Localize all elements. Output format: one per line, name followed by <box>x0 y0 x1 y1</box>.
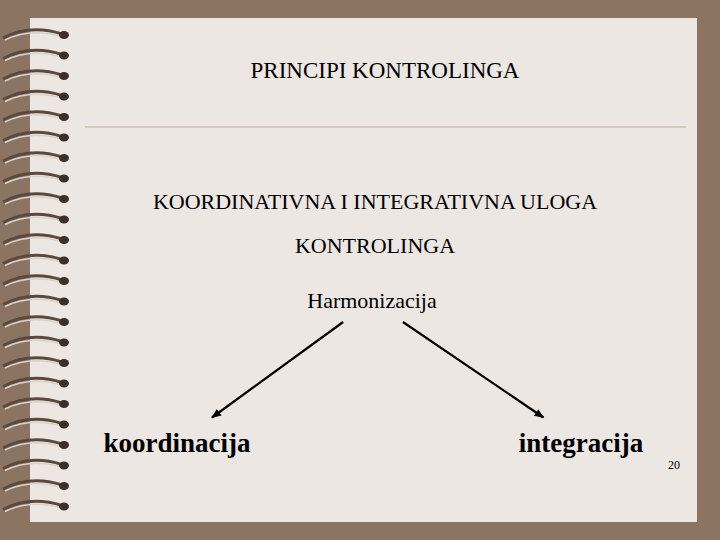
slide-title: PRINCIPI KONTROLINGA <box>85 58 685 84</box>
spiral-ring-highlight <box>5 463 60 470</box>
spiral-ring-highlight <box>5 74 60 81</box>
spiral-ring-highlight <box>5 156 60 163</box>
spiral-ring-highlight <box>5 299 60 306</box>
spiral-ring-highlight <box>5 484 60 491</box>
binding-hole <box>59 31 69 39</box>
binding-hole <box>59 236 69 244</box>
binding-hole <box>59 216 69 224</box>
arrow-connector <box>403 322 544 418</box>
binding-hole <box>59 421 69 429</box>
binding-hole <box>59 298 69 306</box>
spiral-ring-highlight <box>5 381 60 388</box>
spiral-ring-highlight <box>5 217 60 224</box>
concept-node: Harmonizacija <box>303 286 441 316</box>
spiral-ring-highlight <box>5 33 60 40</box>
spiral-ring-highlight <box>5 135 60 142</box>
spiral-ring-highlight <box>5 443 60 450</box>
node-label: koordinacija <box>103 428 250 459</box>
spiral-ring-highlight <box>5 197 60 204</box>
arrow-connector <box>212 322 343 418</box>
binding-hole <box>59 154 69 162</box>
spiral-ring-highlight <box>5 238 60 245</box>
binding-hole <box>59 195 69 203</box>
concept-node: integracija <box>515 426 647 461</box>
binding-hole <box>59 277 69 285</box>
binding-hole <box>59 52 69 60</box>
page-number: 20 <box>668 458 680 473</box>
binding-hole <box>59 175 69 183</box>
binding-hole <box>59 359 69 367</box>
spiral-ring-highlight <box>5 504 60 511</box>
spiral-ring-highlight <box>5 279 60 286</box>
node-label: Harmonizacija <box>307 288 437 314</box>
spiral-ring-highlight <box>5 258 60 265</box>
spiral-ring-highlight <box>5 176 60 183</box>
binding-hole <box>59 400 69 408</box>
binding-hole <box>59 462 69 470</box>
binding-hole <box>59 503 69 511</box>
rule-line <box>85 126 686 128</box>
binding-hole <box>59 113 69 121</box>
binding-hole <box>59 257 69 265</box>
binding-hole <box>59 482 69 490</box>
binding-hole <box>59 380 69 388</box>
binding-hole <box>59 134 69 142</box>
spiral-ring-highlight <box>5 422 60 429</box>
node-label: integracija <box>519 428 643 459</box>
concept-node: koordinacija <box>99 426 254 461</box>
binding-hole <box>59 93 69 101</box>
spiral-ring-highlight <box>5 361 60 368</box>
binding-hole <box>59 339 69 347</box>
binding-hole <box>59 441 69 449</box>
spiral-ring-highlight <box>5 53 60 60</box>
binding-hole <box>59 318 69 326</box>
subtitle-text: KOORDINATIVNA I INTEGRATIVNA ULOGA KONTR… <box>95 180 655 268</box>
spiral-ring-highlight <box>5 115 60 122</box>
binding-hole <box>59 72 69 80</box>
spiral-ring-highlight <box>5 402 60 409</box>
spiral-ring-highlight <box>5 94 60 101</box>
spiral-ring-highlight <box>5 340 60 347</box>
spiral-ring-highlight <box>5 320 60 327</box>
